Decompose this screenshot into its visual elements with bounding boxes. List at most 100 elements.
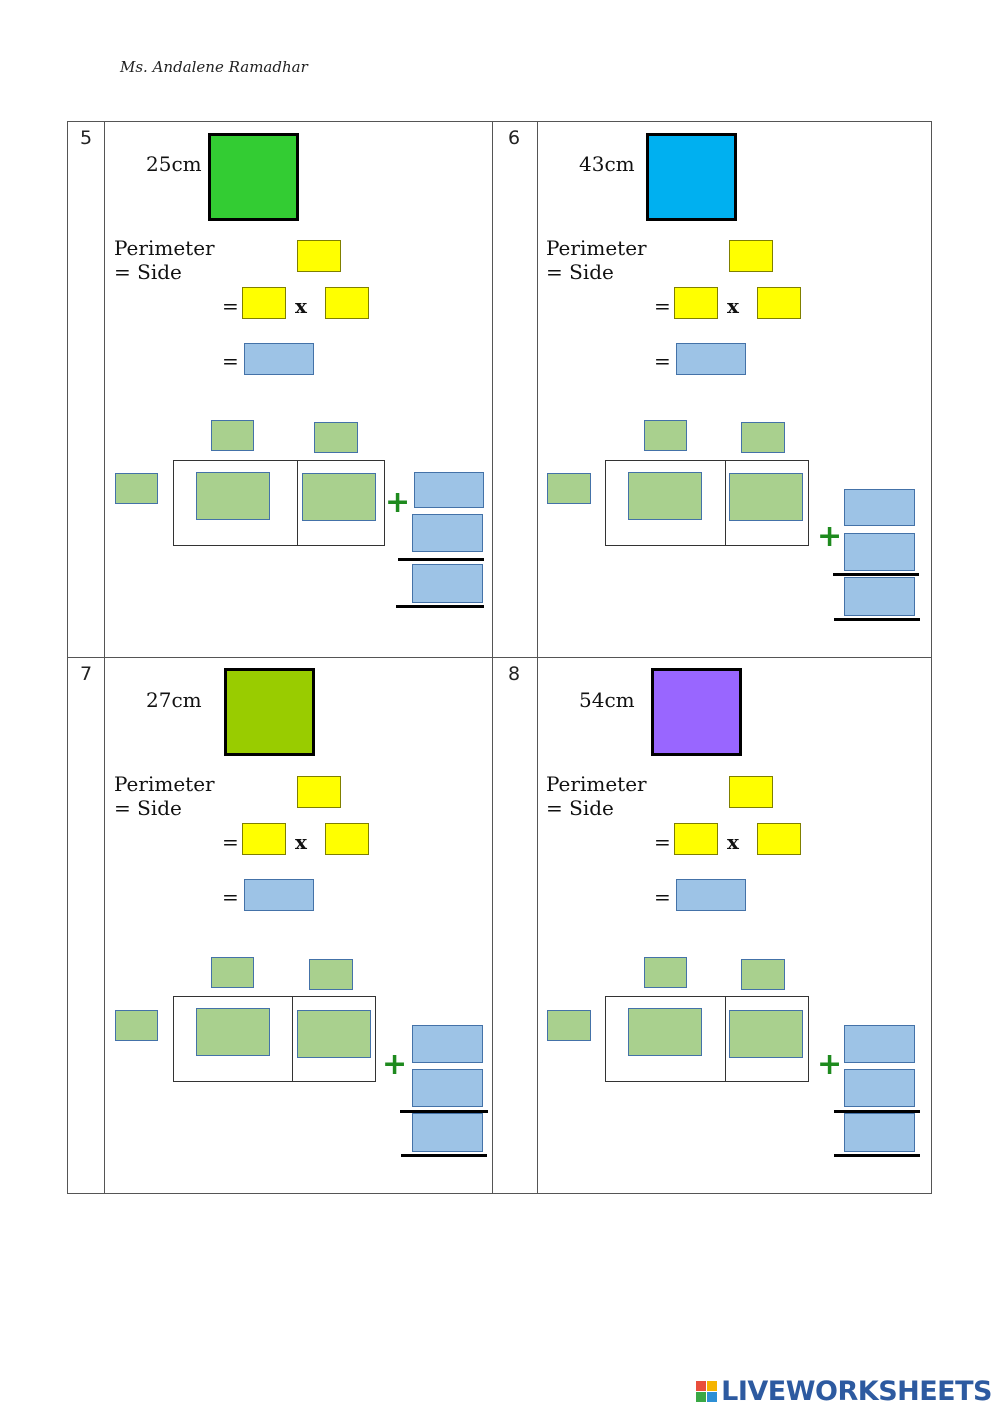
problem-number: 7 bbox=[80, 663, 93, 685]
colored-square bbox=[646, 133, 737, 221]
row-divider bbox=[68, 657, 931, 658]
column-header-box[interactable] bbox=[741, 422, 785, 453]
partial-product-box[interactable] bbox=[628, 1008, 702, 1056]
partial-product-box[interactable] bbox=[196, 472, 270, 520]
partial-product-box[interactable] bbox=[196, 1008, 270, 1056]
times-sign: x bbox=[727, 294, 739, 318]
addend-answer-box[interactable] bbox=[414, 472, 484, 508]
times-sign: x bbox=[295, 294, 307, 318]
addend-answer-box[interactable] bbox=[412, 1025, 483, 1063]
worksheet-table: 5 6 7 8 bbox=[67, 121, 932, 1194]
column-header-box[interactable] bbox=[644, 420, 687, 451]
column-header-box[interactable] bbox=[644, 957, 687, 988]
perimeter-label: Perimeter = Side bbox=[546, 236, 647, 284]
liveworksheets-logo: LIVEWORKSHEETS bbox=[696, 1376, 992, 1407]
plus-sign: + bbox=[382, 1047, 408, 1082]
area-model-grid bbox=[605, 460, 809, 546]
equals-sign: = bbox=[222, 349, 239, 373]
side-length-label: 43cm bbox=[579, 152, 635, 176]
equals-sign: = bbox=[654, 349, 671, 373]
side-length-label: 25cm bbox=[146, 152, 202, 176]
sum-rule bbox=[396, 605, 484, 608]
area-model-divider bbox=[292, 997, 293, 1081]
partial-product-box[interactable] bbox=[302, 473, 376, 521]
exponent-answer-box[interactable] bbox=[297, 776, 341, 808]
area-model-grid bbox=[173, 460, 385, 546]
factor-answer-box[interactable] bbox=[757, 823, 801, 855]
row-header-box[interactable] bbox=[547, 1010, 591, 1041]
total-answer-box[interactable] bbox=[412, 564, 483, 603]
perimeter-answer-box[interactable] bbox=[244, 343, 314, 375]
addend-answer-box[interactable] bbox=[844, 489, 915, 526]
perimeter-answer-box[interactable] bbox=[676, 343, 746, 375]
column-header-box[interactable] bbox=[741, 959, 785, 990]
colored-square bbox=[651, 668, 742, 756]
row-header-box[interactable] bbox=[115, 473, 158, 504]
problem-number: 5 bbox=[80, 127, 93, 149]
problem-number: 6 bbox=[508, 127, 521, 149]
sum-rule bbox=[401, 1154, 487, 1157]
column-header-box[interactable] bbox=[309, 959, 353, 990]
column-header-box[interactable] bbox=[211, 957, 254, 988]
sum-rule bbox=[834, 1110, 920, 1113]
area-model-grid bbox=[605, 996, 809, 1082]
side-length-label: 27cm bbox=[146, 688, 202, 712]
plus-sign: + bbox=[817, 1047, 843, 1082]
factor-answer-box[interactable] bbox=[325, 823, 369, 855]
equals-sign: = bbox=[654, 885, 671, 909]
column-header-box[interactable] bbox=[211, 420, 254, 451]
partial-product-box[interactable] bbox=[297, 1010, 371, 1058]
perimeter-label: Perimeter = Side bbox=[546, 772, 647, 820]
exponent-answer-box[interactable] bbox=[729, 776, 773, 808]
area-model-divider bbox=[725, 461, 726, 545]
factor-answer-box[interactable] bbox=[674, 823, 718, 855]
area-model-grid bbox=[173, 996, 376, 1082]
perimeter-label: Perimeter = Side bbox=[114, 772, 215, 820]
perimeter-label: Perimeter = Side bbox=[114, 236, 215, 284]
plus-sign: + bbox=[385, 485, 411, 520]
factor-answer-box[interactable] bbox=[325, 287, 369, 319]
equals-sign: = bbox=[222, 830, 239, 854]
colored-square bbox=[208, 133, 299, 221]
column-header-box[interactable] bbox=[314, 422, 358, 453]
addend-answer-box[interactable] bbox=[412, 1069, 483, 1107]
logo-icon bbox=[696, 1381, 718, 1402]
sum-rule bbox=[834, 618, 920, 621]
sum-rule bbox=[834, 1154, 920, 1157]
partial-product-box[interactable] bbox=[628, 472, 702, 520]
perimeter-answer-box[interactable] bbox=[676, 879, 746, 911]
area-model-divider bbox=[725, 997, 726, 1081]
colored-square bbox=[224, 668, 315, 756]
row-header-box[interactable] bbox=[547, 473, 591, 504]
addend-answer-box[interactable] bbox=[844, 1069, 915, 1107]
partial-product-box[interactable] bbox=[729, 1010, 803, 1058]
side-length-label: 54cm bbox=[579, 688, 635, 712]
brand-name: LIVEWORKSHEETS bbox=[721, 1376, 992, 1407]
sum-rule bbox=[400, 1110, 488, 1113]
exponent-answer-box[interactable] bbox=[729, 240, 773, 272]
partial-product-box[interactable] bbox=[729, 473, 803, 521]
total-answer-box[interactable] bbox=[844, 1113, 915, 1152]
equals-sign: = bbox=[222, 885, 239, 909]
addend-answer-box[interactable] bbox=[844, 1025, 915, 1063]
sum-rule bbox=[833, 573, 919, 576]
perimeter-answer-box[interactable] bbox=[244, 879, 314, 911]
row-header-box[interactable] bbox=[115, 1010, 158, 1041]
factor-answer-box[interactable] bbox=[674, 287, 718, 319]
author-signature: Ms. Andalene Ramadhar bbox=[120, 58, 308, 76]
addend-answer-box[interactable] bbox=[412, 514, 483, 552]
problem-number: 8 bbox=[508, 663, 521, 685]
plus-sign: + bbox=[817, 519, 843, 554]
equals-sign: = bbox=[654, 294, 671, 318]
exponent-answer-box[interactable] bbox=[297, 240, 341, 272]
addend-answer-box[interactable] bbox=[844, 533, 915, 571]
equals-sign: = bbox=[222, 294, 239, 318]
factor-answer-box[interactable] bbox=[242, 287, 286, 319]
times-sign: x bbox=[295, 830, 307, 854]
sum-rule bbox=[398, 558, 484, 561]
total-answer-box[interactable] bbox=[412, 1113, 483, 1152]
factor-answer-box[interactable] bbox=[757, 287, 801, 319]
times-sign: x bbox=[727, 830, 739, 854]
total-answer-box[interactable] bbox=[844, 577, 915, 616]
factor-answer-box[interactable] bbox=[242, 823, 286, 855]
